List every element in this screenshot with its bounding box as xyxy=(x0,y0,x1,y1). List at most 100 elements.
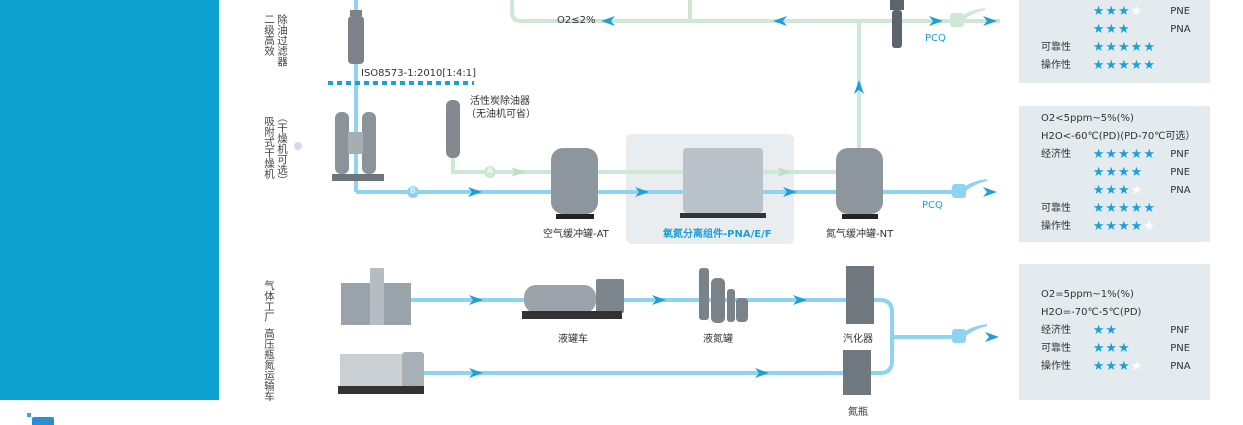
oil-filter-icon xyxy=(348,10,364,64)
nitrogen-tank-icon xyxy=(836,148,883,219)
star-filled-icon: ★ xyxy=(1105,219,1118,234)
star-rating: ★★★★★ xyxy=(1093,200,1171,218)
carbon-filter-note: （无油机可省） xyxy=(466,109,536,120)
star-filled-icon: ★ xyxy=(1105,341,1118,356)
star-filled-icon: ★ xyxy=(1130,40,1144,55)
star-rating: ★★★★★ xyxy=(1093,146,1171,164)
bullet-dot xyxy=(294,142,302,150)
liquid-nitrogen-tank-icon xyxy=(699,268,748,323)
tanker-truck-icon xyxy=(522,279,624,319)
vaporizer-icon xyxy=(846,266,874,324)
star-filled-icon: ★ xyxy=(1118,58,1131,73)
carbon-filter-icon xyxy=(446,100,460,158)
iso-standard-label: ISO8573-1:2010[1:4:1] xyxy=(361,68,477,79)
rating-row: ★★★★PNE xyxy=(1041,164,1210,182)
marker-a xyxy=(484,166,496,178)
star-filled-icon: ★ xyxy=(1130,165,1144,180)
star-rating: ★★★ xyxy=(1093,340,1171,358)
star-filled-icon: ★ xyxy=(1105,147,1118,162)
label-oil-filter: 除油过滤器 xyxy=(276,14,288,67)
star-filled-icon: ★ xyxy=(1092,359,1106,374)
star-filled-icon: ★ xyxy=(1092,147,1106,162)
rating-label: 操作性 xyxy=(1041,361,1071,372)
liquid-tank-caption: 液氮罐 xyxy=(703,334,733,345)
star-filled-icon: ★ xyxy=(1118,4,1131,19)
nozzle-icon xyxy=(952,324,987,343)
top-filter-icon xyxy=(890,0,904,48)
label-cylinder-truck: 高压瓶氮运输车 xyxy=(263,328,275,402)
model-code: PNA xyxy=(1170,185,1191,196)
star-filled-icon: ★ xyxy=(1143,147,1156,162)
nitrogen-tank-caption: 氮气缓冲罐-NT xyxy=(826,229,894,240)
star-filled-icon: ★ xyxy=(1092,183,1106,198)
star-filled-icon: ★ xyxy=(1105,359,1118,374)
star-rating: ★★★ xyxy=(1093,21,1171,39)
spec-line: O2=5ppm~1%(%) xyxy=(1041,289,1134,300)
pcq-label-mid: PCQ xyxy=(922,200,943,211)
star-rating: ★★★★★ xyxy=(1093,218,1171,236)
nozzle-icon xyxy=(950,8,985,27)
star-filled-icon: ★ xyxy=(1130,147,1144,162)
blue-flow-lines xyxy=(354,0,960,375)
spec-line: H2O=-70℃-5℃(PD) xyxy=(1041,307,1142,318)
marker-b-label: B xyxy=(410,186,416,195)
model-code: PNA xyxy=(1170,361,1191,372)
star-filled-icon: ★ xyxy=(1092,40,1106,55)
star-empty-icon: ★ xyxy=(1130,4,1144,19)
rating-row: 操作性★★★★★ xyxy=(1041,57,1210,75)
rating-label: 可靠性 xyxy=(1041,203,1071,214)
label-high-efficiency: 二级高效 xyxy=(263,14,275,56)
spec-line: O2<5ppm~5%(%) xyxy=(1041,113,1134,124)
marker-b xyxy=(407,186,419,198)
rating-row: 经济性★★PNF xyxy=(1041,322,1210,340)
vaporizer-caption: 汽化器 xyxy=(843,334,873,345)
star-filled-icon: ★ xyxy=(1105,201,1118,216)
star-filled-icon: ★ xyxy=(1105,58,1118,73)
star-filled-icon: ★ xyxy=(1105,323,1118,338)
model-code: PNE xyxy=(1170,6,1191,17)
model-code: PNE xyxy=(1170,167,1191,178)
marker-a-label: A xyxy=(487,166,493,175)
rating-row: ★★★★PNA xyxy=(1041,182,1210,200)
rating-label: 经济性 xyxy=(1041,325,1071,336)
star-filled-icon: ★ xyxy=(1092,341,1106,356)
rating-label: 可靠性 xyxy=(1041,42,1071,53)
star-filled-icon: ★ xyxy=(1092,58,1106,73)
rating-row: ★★★PNA xyxy=(1041,21,1210,39)
label-gas-plant: 气体工厂 xyxy=(263,280,275,322)
label-adsorption-dryer: 吸附式干燥机 xyxy=(263,116,275,179)
star-rating: ★★★★★ xyxy=(1093,57,1171,75)
logo-mark xyxy=(27,413,55,425)
star-filled-icon: ★ xyxy=(1130,58,1144,73)
arrow-right xyxy=(983,187,997,197)
separator-icon xyxy=(680,148,766,218)
star-filled-icon: ★ xyxy=(1143,58,1156,73)
star-filled-icon: ★ xyxy=(1105,4,1118,19)
rating-row: ★★★★PNE xyxy=(1041,3,1210,21)
star-filled-icon: ★ xyxy=(1105,40,1118,55)
air-tank-caption: 空气缓冲罐-AT xyxy=(543,229,609,240)
star-filled-icon: ★ xyxy=(1143,201,1156,216)
star-filled-icon: ★ xyxy=(1118,201,1131,216)
star-rating: ★★★★ xyxy=(1093,164,1171,182)
rating-label: 可靠性 xyxy=(1041,343,1071,354)
rating-row: 操作性 ★★★★★ xyxy=(1041,218,1210,236)
star-filled-icon: ★ xyxy=(1118,219,1131,234)
star-filled-icon: ★ xyxy=(1092,4,1106,19)
dryer-icon xyxy=(332,112,384,181)
spec-panel-2: O2<5ppm~5%(%)H2O<-60℃(PD)(PD-70℃可选）经济性★★… xyxy=(1019,106,1210,242)
green-flow-lines xyxy=(451,0,1000,174)
star-rating: ★★ xyxy=(1093,322,1171,340)
star-filled-icon: ★ xyxy=(1118,22,1131,37)
star-filled-icon: ★ xyxy=(1092,201,1106,216)
rating-row: 经济性★★★★★PNF xyxy=(1041,146,1210,164)
star-filled-icon: ★ xyxy=(1092,323,1106,338)
rating-label: 操作性 xyxy=(1041,221,1071,232)
cylinders-caption: 氮瓶 xyxy=(848,407,868,418)
model-code: PNF xyxy=(1170,149,1190,160)
rating-row: 操作性★★★★PNA xyxy=(1041,358,1210,376)
star-empty-icon: ★ xyxy=(1130,183,1144,198)
rating-row: 可靠性★★★PNE xyxy=(1041,340,1210,358)
